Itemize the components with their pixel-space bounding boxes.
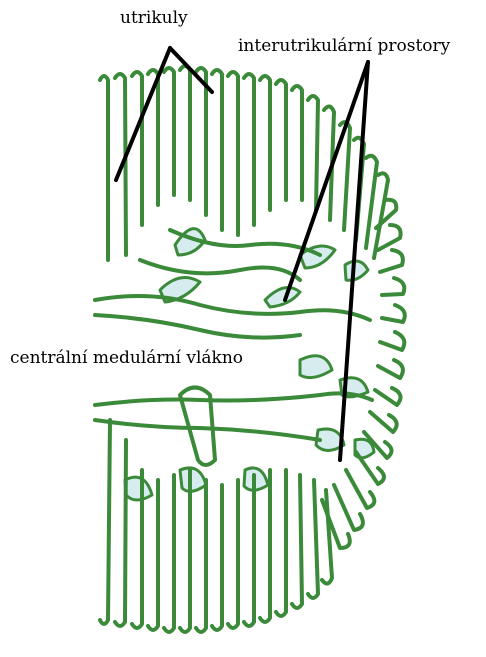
label-interutricular-spaces: interutrikulární prostory [238,38,450,55]
label-utrikuly: utrikuly [120,10,188,27]
label-central-fiber: centrální medulární vlákno [10,350,243,367]
